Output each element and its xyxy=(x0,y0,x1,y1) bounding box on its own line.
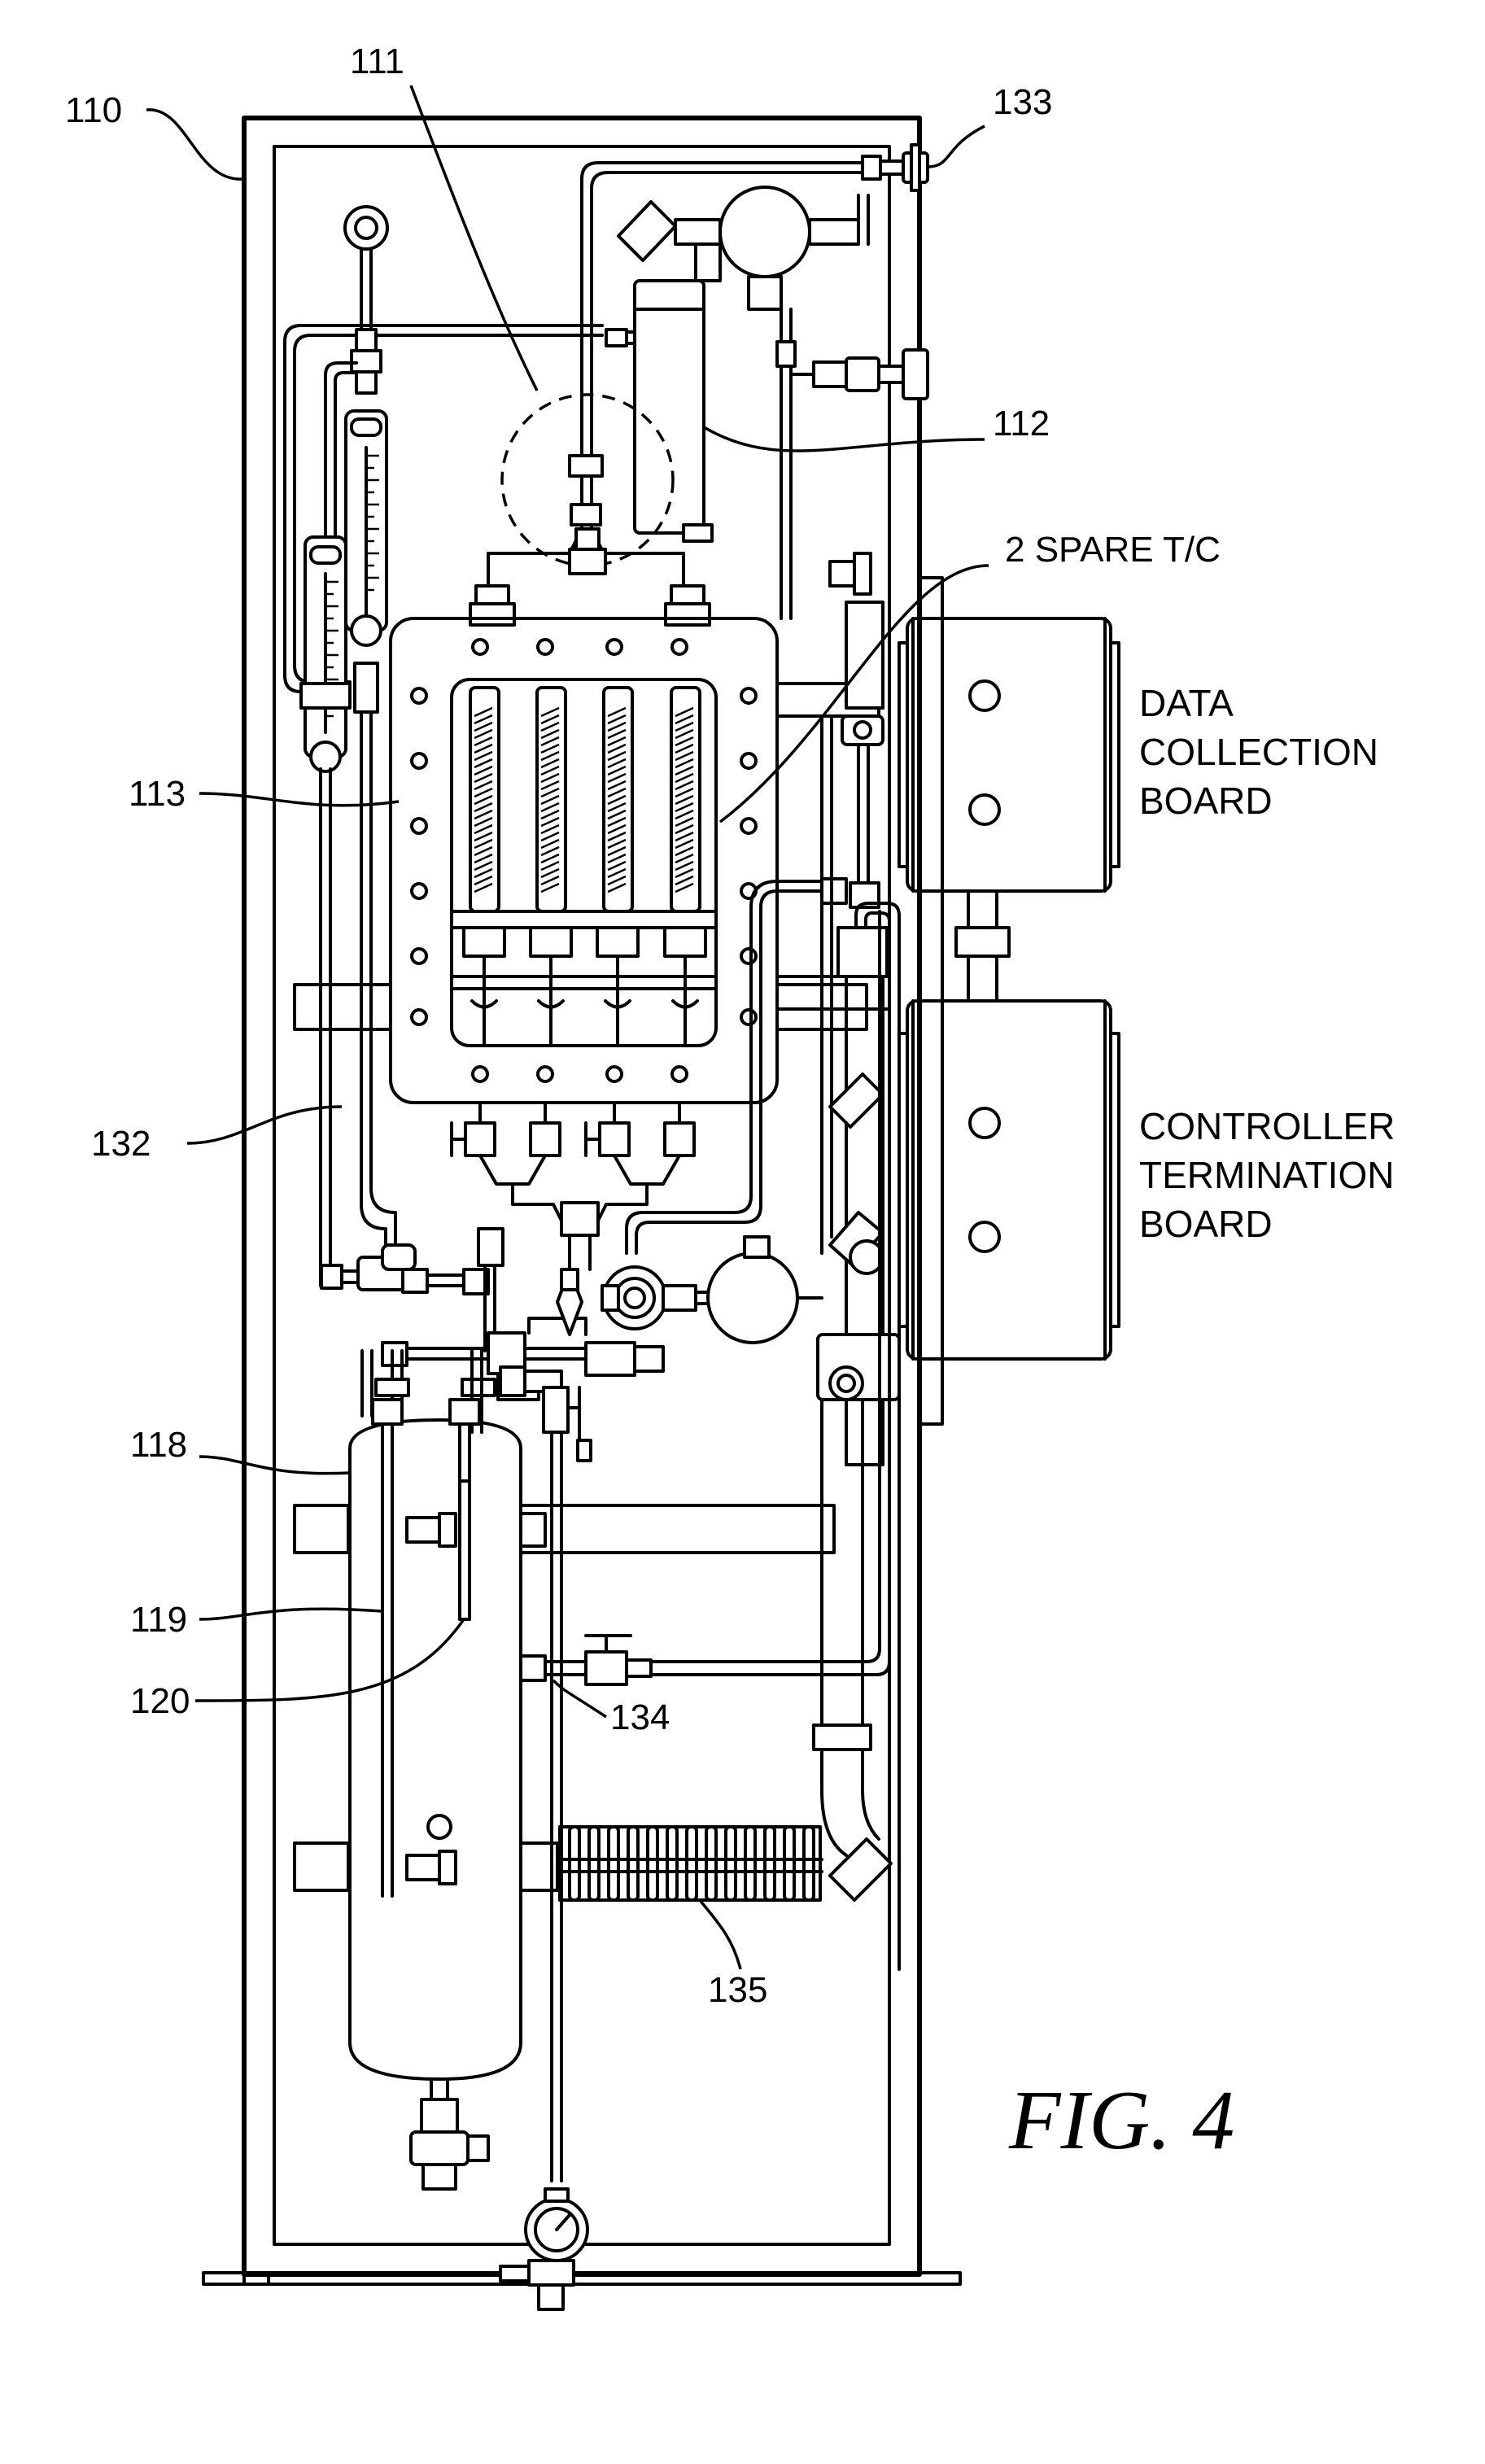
ref-112: 112 xyxy=(993,404,1050,443)
data-collection-label-line1: DATA xyxy=(1139,682,1234,724)
ref-133: 133 xyxy=(993,82,1052,122)
data-collection-label-line2: COLLECTION xyxy=(1139,731,1378,773)
data-collection-label-line3: BOARD xyxy=(1139,780,1273,822)
controller-label-line3: BOARD xyxy=(1139,1203,1273,1245)
manifold-enclosure xyxy=(295,618,879,1103)
outlet-valves xyxy=(452,879,846,1269)
ref-110: 110 xyxy=(65,90,122,130)
ref-119: 119 xyxy=(130,1600,187,1640)
ref-134: 134 xyxy=(610,1697,670,1737)
controller-label-line1: CONTROLLER xyxy=(1139,1105,1395,1147)
figure-caption: FIG. 4 xyxy=(1008,2073,1234,2167)
lower-valve-assembly xyxy=(321,1229,822,2181)
ref-132: 132 xyxy=(91,1124,151,1164)
component-labels: 2 SPARE T/C DATA COLLECTION BOARD CONTRO… xyxy=(1005,530,1395,2167)
heat-exchanger xyxy=(557,1827,822,1900)
board-enclosures xyxy=(899,578,1119,1424)
ref-111: 111 xyxy=(350,42,404,81)
ref-135: 135 xyxy=(708,1970,767,2010)
ref-120: 120 xyxy=(130,1681,190,1721)
spare-tc-label: 2 SPARE T/C xyxy=(1005,530,1221,570)
ref-113: 113 xyxy=(129,774,186,814)
ref-118: 118 xyxy=(130,1425,187,1465)
separator-vessel xyxy=(295,1400,834,2189)
controller-label-line2: TERMINATION xyxy=(1139,1154,1394,1196)
